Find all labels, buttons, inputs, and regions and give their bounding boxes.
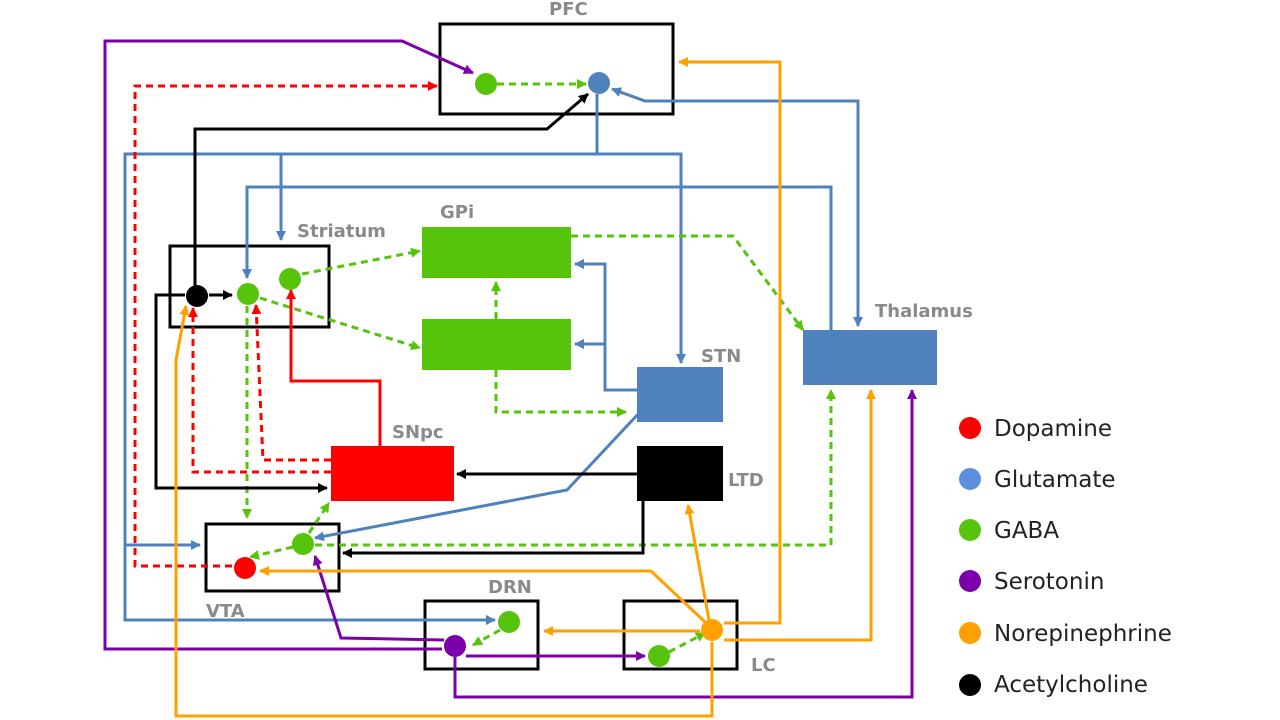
gaba-vta-to-snpc <box>307 502 331 534</box>
legend: Dopamine Glutamate GABA Serotonin Norepi… <box>959 416 1172 698</box>
5ht-drn-to-vta <box>312 555 445 642</box>
lc-gaba-neuron <box>648 645 670 667</box>
striatum-ach-neuron <box>186 285 208 307</box>
gaba-drn-internal <box>472 628 501 647</box>
gaba-lc-internal <box>668 631 706 654</box>
ach-striatum-to-pfc <box>193 92 589 295</box>
ltd-label: LTD <box>728 470 764 491</box>
pfc-label: PFC <box>549 0 588 20</box>
gaba-vta-to-thalamus <box>315 389 836 547</box>
striatum-gaba-neuron-2 <box>279 268 301 290</box>
legend-dopamine-swatch <box>959 417 981 439</box>
legend-gaba-swatch <box>959 519 981 541</box>
drn-serotonin-neuron <box>444 635 466 657</box>
gpi-block-upper <box>422 227 571 278</box>
drn-label: DRN <box>488 577 532 598</box>
stn-label: STN <box>701 346 741 367</box>
legend-acetylcholine-label: Acetylcholine <box>994 672 1148 698</box>
gpi-label: GPi <box>440 202 474 223</box>
vta-dopamine-neuron <box>234 557 256 579</box>
ne-lc-to-vta <box>259 566 707 624</box>
gaba-vta-internal <box>249 545 294 560</box>
ach-ltd-to-vta <box>342 501 645 558</box>
striatum-box <box>168 244 331 329</box>
ach-striatum-to-snpc <box>154 293 328 493</box>
legend-norepinephrine-label: Norepinephrine <box>994 621 1172 647</box>
legend-gaba-label: GABA <box>994 518 1059 544</box>
legend-glutamate-swatch <box>959 468 981 490</box>
pfc-box <box>438 22 675 116</box>
glu-thalamus-to-striatum <box>242 185 833 330</box>
da-snpc-to-striatum <box>286 289 382 446</box>
glu-thalamus-pfc-loop <box>611 87 860 326</box>
striatum-label: Striatum <box>297 221 386 242</box>
vta-gaba-neuron <box>292 533 314 555</box>
pfc-glutamate-neuron <box>588 72 610 94</box>
glu-stn-to-vta <box>314 410 642 542</box>
da-snpc-to-gaba <box>251 304 331 462</box>
legend-serotonin-label: Serotonin <box>994 569 1104 595</box>
lc-box <box>622 599 739 671</box>
snpc-block <box>331 446 454 501</box>
5ht-drn-to-thalamus <box>453 389 917 699</box>
drn-box <box>423 599 540 671</box>
vta-box <box>204 522 341 593</box>
legend-serotonin-swatch <box>959 570 981 592</box>
pfc-gaba-neuron <box>475 73 497 95</box>
thalamus-label: Thalamus <box>875 301 973 322</box>
striatum-gaba-neuron-1 <box>237 283 259 305</box>
drn-gaba-neuron <box>498 611 520 633</box>
ne-lc-to-pfc <box>678 57 782 625</box>
lc-label: LC <box>751 655 776 676</box>
thalamus-block <box>803 330 937 385</box>
vta-label: VTA <box>206 601 245 622</box>
gaba-gpi-to-stn <box>494 370 627 417</box>
stn-block <box>637 367 723 422</box>
5ht-drn-to-pfc <box>103 39 474 651</box>
gaba-striatum-to-gpi-lower <box>259 296 421 351</box>
legend-acetylcholine-swatch <box>959 674 981 696</box>
glu-stn-to-gpi-upper <box>574 259 637 392</box>
glu-pfc-hub <box>123 94 599 625</box>
legend-norepinephrine-swatch <box>959 622 981 644</box>
gpi-block-lower <box>422 319 571 370</box>
gaba-striatum-to-gpi <box>301 247 421 276</box>
ne-lc-to-thalamus <box>724 389 876 642</box>
legend-glutamate-label: Glutamate <box>994 467 1116 493</box>
lc-ne-neuron <box>701 619 723 641</box>
da-vta-to-pfc <box>133 81 438 568</box>
ltd-block <box>637 446 723 501</box>
legend-dopamine-label: Dopamine <box>994 416 1112 442</box>
ne-lc-to-striatum <box>174 305 714 718</box>
da-snpc-to-ach <box>188 307 331 474</box>
snpc-label: SNpc <box>392 422 444 443</box>
glu-pfc-to-stn <box>597 152 686 364</box>
ne-lc-to-ltd <box>684 504 711 621</box>
